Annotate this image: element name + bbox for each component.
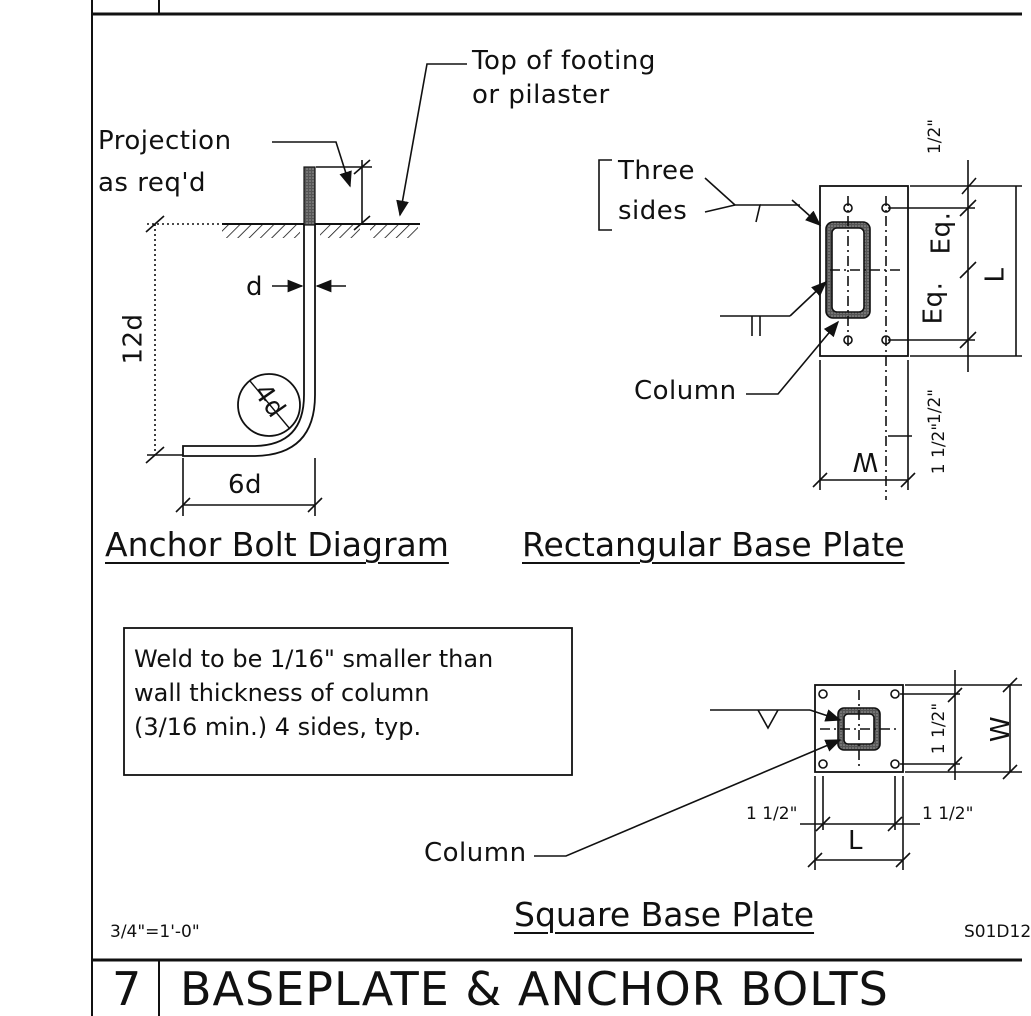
- sheet-code: S01D12: [964, 922, 1031, 942]
- weld-note-line1: Weld to be 1/16" smaller than: [134, 645, 494, 673]
- weld-note-line3: (3/16 min.) 4 sides, typ.: [134, 713, 422, 741]
- rect-dim-W-label: W: [852, 446, 879, 476]
- rect-dim-L-label: L: [980, 267, 1011, 283]
- dim-12d-label: 12d: [118, 313, 149, 365]
- square-base-plate: [123, 627, 1022, 870]
- anchor-bolt-title: Anchor Bolt Diagram: [105, 525, 449, 564]
- square-one-half-left: 1 1/2": [746, 804, 798, 824]
- square-column-label: Column: [424, 838, 527, 868]
- detail-number: 7: [112, 962, 143, 1016]
- rectangular-base-plate: [598, 159, 1022, 500]
- rect-one-half-inch: 1 1/2": [929, 422, 950, 475]
- three-sides-label-line2: sides: [618, 196, 688, 226]
- projection-label-line2: as req'd: [98, 168, 207, 198]
- rect-column-label: Column: [634, 376, 737, 406]
- scale-label: 3/4"=1'-0": [110, 922, 200, 942]
- detail-title: BASEPLATE & ANCHOR BOLTS: [180, 962, 889, 1016]
- anchor-bolt-diagram: [145, 63, 467, 516]
- square-dim-W-label: W: [986, 715, 1017, 743]
- rect-eq-bottom-label: Eq.: [918, 281, 949, 325]
- rect-eq-top-label: Eq.: [926, 211, 957, 255]
- square-dim-L-label: L: [848, 826, 863, 856]
- projection-label-line1: Projection: [98, 126, 232, 156]
- dim-6d-label: 6d: [228, 470, 263, 500]
- square-one-half-right: 1 1/2": [922, 804, 974, 824]
- weld-note-line2: wall thickness of column: [134, 679, 430, 707]
- rect-plate-title: Rectangular Base Plate: [522, 525, 905, 564]
- sheet-frame: [91, 0, 1022, 1016]
- rect-half-inch-bottom: 1/2": [925, 388, 946, 425]
- top-of-footing-label-line2: or pilaster: [472, 80, 610, 110]
- square-plate-title: Square Base Plate: [514, 895, 815, 934]
- dim-d-label: d: [246, 272, 264, 302]
- square-one-half-mid: 1 1/2": [929, 702, 950, 755]
- top-of-footing-label-line1: Top of footing: [472, 46, 656, 76]
- rect-half-inch-top: 1/2": [925, 118, 946, 155]
- three-sides-label-line1: Three: [618, 156, 695, 186]
